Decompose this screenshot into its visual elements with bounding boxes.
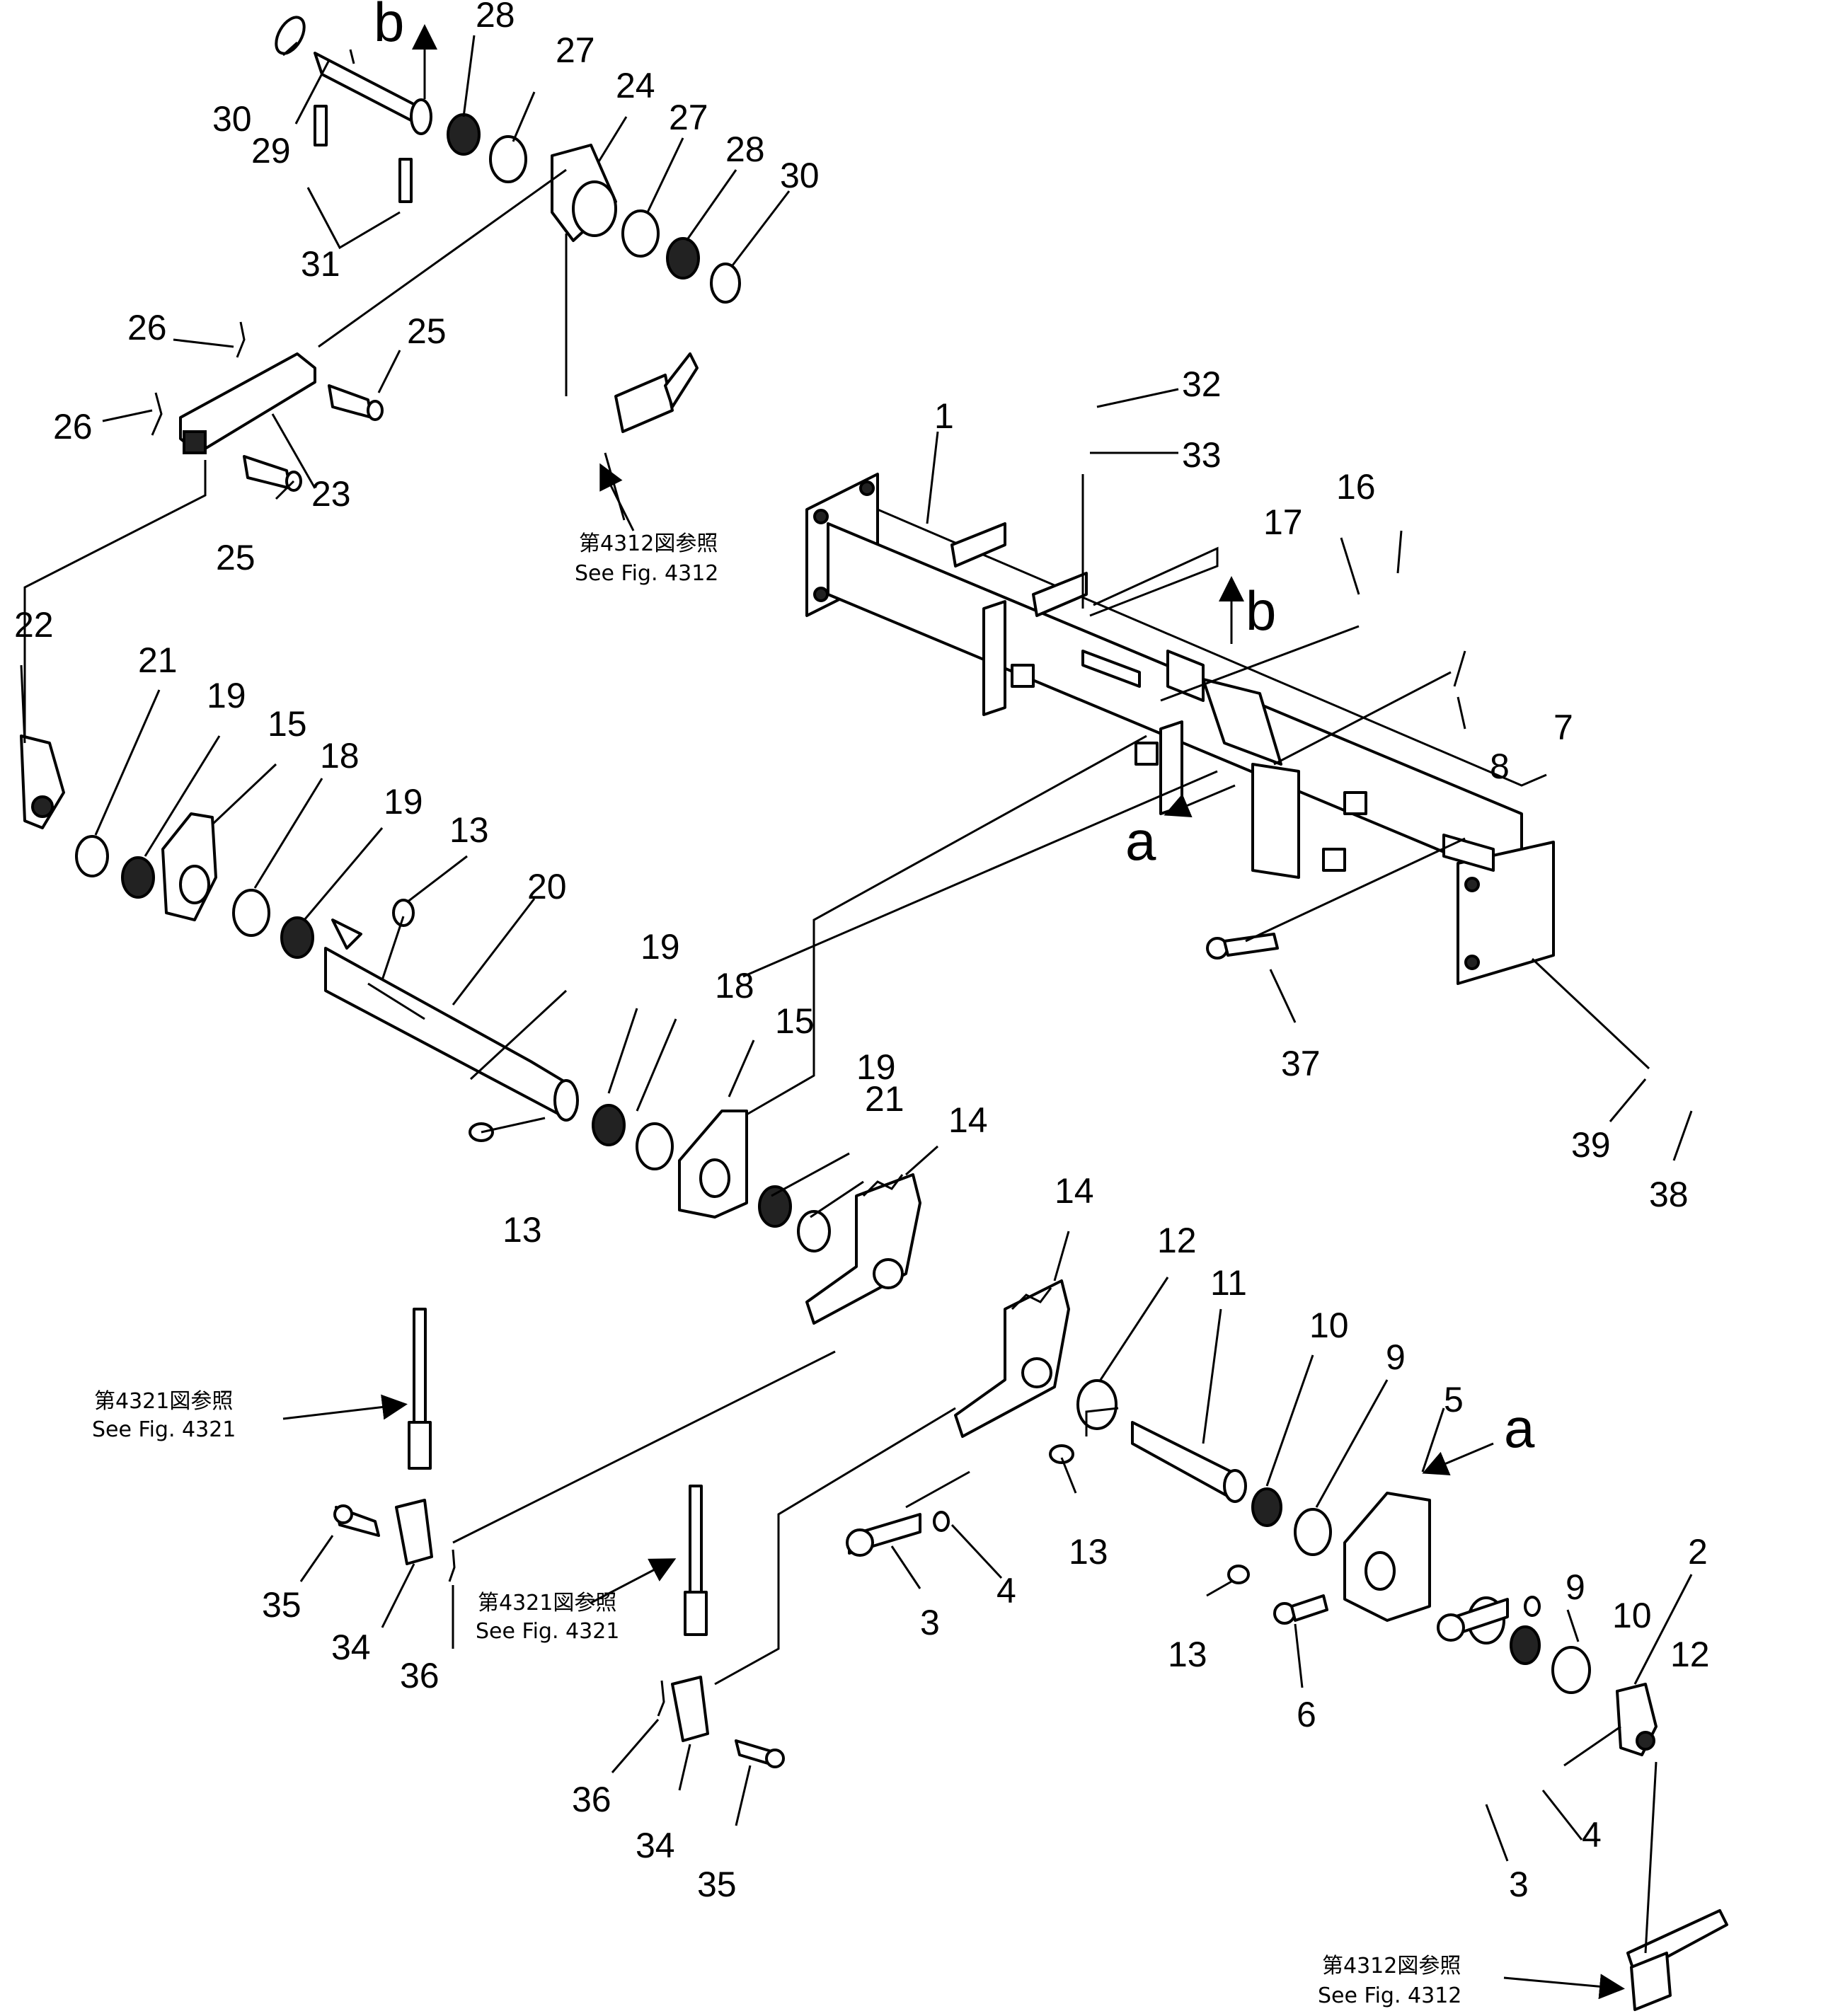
label-3-right: 3	[1509, 1865, 1529, 1904]
view-a-arrow-bracket	[1422, 1442, 1494, 1475]
view-a-arrow-frame	[1164, 784, 1236, 817]
label-35-left: 35	[262, 1585, 301, 1625]
label-14-right: 14	[1055, 1171, 1094, 1211]
label-15-mid: 15	[775, 1001, 815, 1041]
label-21-mid: 21	[865, 1079, 904, 1119]
label-13-right-b: 13	[1168, 1635, 1207, 1674]
label-26-top: 26	[127, 308, 167, 347]
label-16: 16	[1336, 467, 1376, 507]
label-25-top: 25	[407, 311, 447, 351]
label-34-left: 34	[331, 1628, 371, 1667]
label-25-bottom: 25	[216, 538, 255, 577]
label-4-mid: 4	[996, 1571, 1016, 1611]
label-9-top: 9	[1386, 1337, 1406, 1377]
left-shaft-assembly	[20, 735, 921, 1325]
label-39: 39	[1571, 1125, 1611, 1165]
ref-4321-mid-en: See Fig. 4321	[476, 1619, 619, 1644]
view-b-frame: b	[1246, 580, 1276, 642]
label-32: 32	[1182, 364, 1222, 404]
label-23: 23	[311, 474, 351, 514]
label-7: 7	[1553, 708, 1573, 747]
label-6: 6	[1297, 1695, 1316, 1734]
label-26-left: 26	[53, 407, 93, 447]
view-a-frame: a	[1125, 810, 1156, 872]
label-13-left: 13	[502, 1210, 542, 1250]
arrows	[282, 24, 1625, 2000]
label-10-right: 10	[1612, 1596, 1652, 1635]
label-1: 1	[934, 396, 954, 436]
label-20: 20	[527, 867, 567, 906]
label-37: 37	[1281, 1044, 1321, 1083]
label-18-left: 18	[320, 736, 360, 776]
label-30-top-left: 30	[212, 99, 252, 139]
label-4-right: 4	[1582, 1815, 1602, 1855]
label-38: 38	[1649, 1175, 1689, 1214]
view-a-bracket: a	[1504, 1397, 1535, 1459]
view-b-top: b	[374, 0, 404, 53]
label-10-top: 10	[1309, 1306, 1349, 1345]
label-18-mid: 18	[715, 966, 754, 1006]
ref-4321-left-en: See Fig. 4321	[92, 1417, 236, 1442]
label-36-left: 36	[400, 1656, 440, 1695]
label-19-mid-a: 19	[640, 927, 680, 967]
ref-4312-bottom-en: See Fig. 4312	[1318, 1983, 1461, 2008]
ref-4312-bottom-jp: 第4312図参照	[1322, 1954, 1461, 1978]
label-2: 2	[1688, 1532, 1708, 1572]
label-19-left-b: 19	[384, 782, 423, 822]
label-36-mid: 36	[572, 1780, 611, 1819]
ref-arrow-4312-bottom	[1503, 1974, 1625, 2000]
label-27-top: 27	[556, 30, 595, 70]
label-12-top: 12	[1157, 1221, 1197, 1260]
figure-references: 第4312図参照 See Fig. 4312 第4321図参照 See Fig.…	[92, 531, 1461, 2008]
label-15-left: 15	[268, 704, 307, 744]
view-markers: b b a a	[374, 0, 1535, 1459]
leader-lines	[20, 35, 1693, 1954]
label-31: 31	[301, 244, 340, 284]
rod-clevis-parts	[333, 352, 1728, 2011]
label-29: 29	[251, 131, 291, 171]
ref-4321-left-jp: 第4321図参照	[94, 1389, 233, 1414]
label-28-right: 28	[725, 129, 765, 169]
label-28-top: 28	[476, 0, 515, 35]
ref-arrow-4321-mid	[590, 1558, 677, 1604]
label-17: 17	[1263, 502, 1303, 542]
label-9-right: 9	[1566, 1567, 1585, 1607]
top-pin-assembly	[151, 16, 741, 492]
ref-4312-top-jp: 第4312図参照	[579, 531, 718, 556]
label-3-mid: 3	[920, 1603, 940, 1642]
label-11: 11	[1210, 1263, 1247, 1303]
ref-4321-mid-jp: 第4321図参照	[478, 1591, 616, 1615]
label-22: 22	[14, 605, 54, 645]
label-33: 33	[1182, 435, 1222, 475]
part-number-labels: 30 29 28 27 24 27 28 30 31 26 26 25 23 2…	[14, 0, 1710, 1904]
ref-arrow-4321-left	[282, 1394, 408, 1420]
label-8: 8	[1490, 747, 1510, 786]
label-34-mid: 34	[636, 1826, 675, 1865]
ref-4312-top-en: See Fig. 4312	[575, 561, 718, 586]
label-12-right: 12	[1670, 1635, 1710, 1674]
label-35-mid: 35	[697, 1865, 737, 1904]
label-19-mid-b: 19	[856, 1047, 896, 1087]
label-30-right: 30	[780, 156, 820, 195]
right-shaft-assembly	[846, 933, 1658, 1756]
label-19-left-a: 19	[207, 676, 246, 715]
label-5: 5	[1444, 1380, 1464, 1419]
label-14-mid: 14	[948, 1100, 988, 1140]
ref-arrow-4312-top	[599, 463, 635, 531]
label-13-right-a: 13	[1069, 1532, 1108, 1572]
label-27-right: 27	[669, 98, 708, 137]
label-21-left: 21	[138, 640, 178, 680]
label-24: 24	[616, 66, 655, 105]
main-frame	[805, 473, 1555, 985]
label-13-top: 13	[449, 810, 489, 850]
